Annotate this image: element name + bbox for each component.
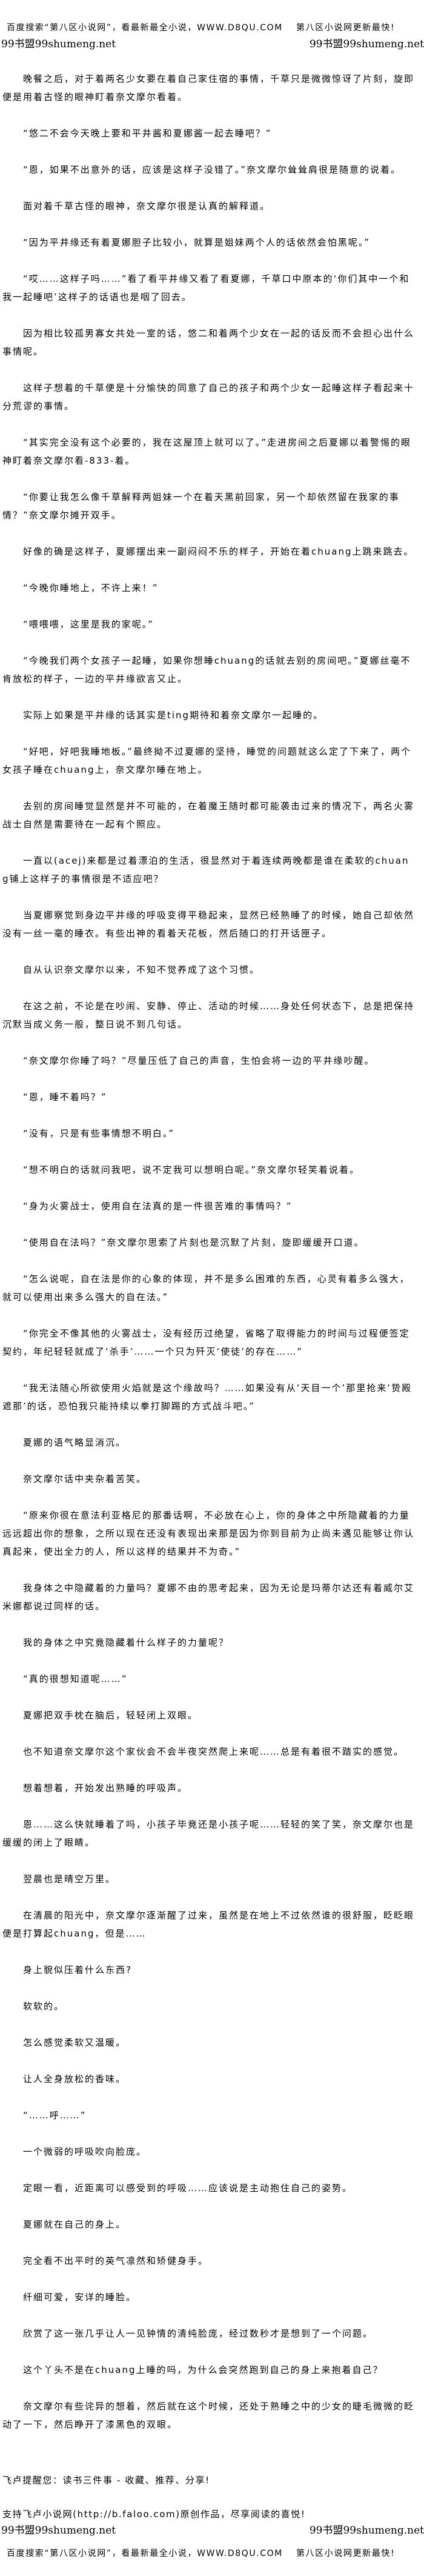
paragraph: “想不明白的话就问我吧，说不定我可以想明白呢。”奈文摩尔轻笑着说着。 [23, 1164, 360, 1175]
paragraph: 夏娜就在自己的身上。 [23, 2219, 127, 2230]
watermark-right: 99书盟99shumeng.net [309, 38, 424, 50]
paragraph: 因为相比较孤男寡女共处一室的话，悠二和着两个少女在一起的话反而不会担心出什么事情… [2, 328, 415, 357]
paragraph: “恩，如果不出意外的话，应该是这样子没错了。”奈文摩尔耸耸肩很是随意的说着。 [23, 164, 402, 175]
paragraph: “你要让我怎么像千草解释两姐妹一个在着天黑前回家，另一个却依然留在我家的事情？”… [2, 492, 400, 521]
paragraph: 去别的房间睡觉显然是并不可能的，在着魔王随时都可能袭击过来的情况下，两名火雾战士… [2, 801, 415, 830]
paragraph: 让人全身放松的香味。 [23, 2074, 127, 2084]
paragraph: “没有，只是有些事情想不明白。” [23, 1128, 175, 1139]
chapter-body: 晚餐之后，对于着两名少女要在着自己家住宿的事情，千草只是微微惊讶了片刻，旋即便是… [2, 70, 416, 2452]
paragraph: “真的很想知道呢……” [23, 1673, 128, 1684]
paragraph: 软软的。 [23, 2001, 65, 2012]
paragraph: “我无法随心所欲使用火焰就是这个缘故吗？……如果没有从‘天目一个’那里抢来‘贽殿… [2, 1383, 412, 1412]
paragraph: 实际上如果是平井缘的话其实是ting期待和着奈文摩尔一起睡的。 [23, 710, 324, 721]
paragraph: “怎么说呢，自在法是你的心象的体现，并不是多么困难的东西，心灵有着多么强大，就可… [2, 1273, 410, 1303]
paragraph: 当夏娜察觉到身边平井缘的呼吸变得平稳起来，显然已经熟睡了的时候，她自己却依然没有… [2, 910, 415, 939]
paragraph: “身为火雾战士，使用自在法真的是一件很苦难的事情吗？” [23, 1201, 293, 1212]
top-ad-banner: 百度搜索“第八区小说网”，看最新最全小说，WWW.D8QU.COM 第八区小说网更… [7, 22, 395, 34]
paragraph: 怎么感觉柔软又温暖。 [23, 2037, 127, 2048]
paragraph: “恩，睡不着吗？” [23, 1092, 107, 1103]
paragraph: 一个微弱的呼吸吹向脸庞。 [23, 2146, 147, 2157]
paragraph: “好吧，好吧我睡地板。”最终拗不过夏娜的坚持，睡觉的问题就这么定了下来了，两个女… [2, 746, 412, 775]
paragraph: 这个丫头不是在chuang上睡的吗，为什么会突然跑到自己的身上来抱着自己？ [23, 2364, 383, 2375]
paragraph: 这样子想着的千草便是十分愉快的同意了自己的孩子和两个少女一起睡这样子看起来十分荒… [2, 382, 415, 412]
paragraph: “……呼……” [23, 2110, 87, 2121]
paragraph: 想着想着，开始发出熟睡的呼吸声。 [23, 1783, 188, 1794]
support-text: 支持飞卢小说网(http://b.faloo.com)原创作品，尽享阅读的喜悦! [2, 2509, 306, 2520]
paragraph: 欣赏了这一张几乎让人一见钟情的清纯脸庞，经过数秒才是想到了一个问题。 [23, 2328, 374, 2339]
reminder-text: 飞卢提醒您：读书三件事 - 收藏、推荐、分享! [2, 2475, 210, 2486]
paragraph: 在清晨的阳光中，奈文摩尔逐渐醒了过来，虽然是在地上不过依然谁的很舒服，眨眨眼便是… [2, 1910, 415, 1939]
paragraph: “今晚你睡地上，不许上来！” [23, 582, 159, 593]
paragraph: 定眼一看，近距离可以感受到的呼吸……应该说是主动抱住自己的姿势。 [23, 2183, 353, 2194]
paragraph: 在这之前，不论是在吵闹、安静、停止、活动的时候……身处任何状态下，总是把保持沉默… [2, 1001, 415, 1030]
bottom-watermark-line: 99书盟99shumeng.net 99书盟99shumeng.net [1, 2524, 424, 2537]
paragraph: 晚餐之后，对于着两名少女要在着自己家住宿的事情，千草只是微微惊讶了片刻，旋即便是… [2, 73, 415, 102]
paragraph: “因为平井缘还有着夏娜胆子比较小，就算是姐妹两个人的话依然会怕黑呢。” [23, 237, 371, 248]
paragraph: 一直以(acej)来都是过着漂泊的生活，很显然对于着连续两晚都是谁在柔软的chu… [2, 855, 409, 884]
ad-site-slogan: 第八区小说网更新最快! [296, 2549, 396, 2558]
watermark-left: 99书盟99shumeng.net [1, 2524, 116, 2537]
paragraph: 恩……这么快就睡着了吗，小孩子毕竟还是小孩子呢……轻轻的笑了笑，奈文摩尔也是缓缓… [2, 1819, 415, 1848]
paragraph: 好像的确是这样子，夏娜摆出来一副闷闷不乐的样子，开始在着chuang上跳来跳去。 [23, 546, 414, 557]
paragraph: “喂喂喂，这里是我的家呢。” [23, 619, 154, 630]
paragraph: 完全看不出平时的英气凛然和矫健身手。 [23, 2255, 209, 2266]
paragraph: 奈文摩尔有些诧异的想着，然后就在这个时候，还处于熟睡之中的少女的睫毛微微的眨动了… [2, 2401, 415, 2430]
paragraph: “悠二不会今天晚上要和平井酱和夏娜酱一起去睡吧？” [23, 128, 272, 139]
ad-text: 百度搜索“第八区小说网”，看最新最全小说，WWW.D8QU.COM [7, 23, 283, 33]
paragraph: 我的身体之中究竟隐藏着什么样子的力量呢？ [23, 1637, 230, 1648]
paragraph: 面对着千草古怪的眼神，奈文摩尔很是认真的解释道。 [23, 201, 271, 212]
ad-site-slogan: 第八区小说网更新最快! [296, 23, 396, 33]
paragraph: 奈文摩尔话中夹杂着苦笑。 [23, 1473, 147, 1484]
paragraph: “今晚我们两个女孩子一起睡，如果你想睡chuang的话就去别的房间吧。”夏娜丝毫… [2, 655, 411, 684]
paragraph: 也不知道奈文摩尔这个家伙会不会半夜突然爬上来呢……总是有着很不踏实的感觉。 [23, 1746, 405, 1757]
paragraph: “哎……这样子吗……”看了看平井缘又看了看夏娜，千草口中原本的‘你们其中一个和我… [2, 273, 410, 302]
ad-text: 百度搜索“第八区小说网”，看最新最全小说，WWW.D8QU.COM [7, 2549, 283, 2558]
paragraph: 翌晨也是晴空万里。 [23, 1874, 116, 1884]
paragraph: 我身体之中隐藏着的力量吗？夏娜不由的思考起来，因为无论是玛蒂尔达还有着威尔艾米娜… [2, 1583, 415, 1612]
top-watermark-line: 99书盟99shumeng.net 99书盟99shumeng.net [1, 38, 424, 51]
paragraph: “原来你很在意法利亚格尼的那番话啊，不必放在心上，你的身体之中所隐藏着的力量远远… [2, 1510, 415, 1557]
paragraph: 自从认识奈文摩尔以来，不知不觉养成了这个习惯。 [23, 964, 260, 975]
paragraph: 纤细可爱，安详的睡脸。 [23, 2292, 137, 2303]
paragraph: “你完全不像其他的火雾战士，没有经历过绝望，省略了取得能力的时间与过程便签定契约… [2, 1328, 410, 1357]
paragraph: “使用自在法吗？”奈文摩尔思索了片刻也是沉默了片刻，旋即缓缓开口道。 [23, 1237, 365, 1248]
paragraph: 夏娜的语气略显消沉。 [23, 1437, 127, 1448]
watermark-right: 99书盟99shumeng.net [309, 2524, 424, 2537]
watermark-left: 99书盟99shumeng.net [1, 38, 116, 50]
paragraph: 夏娜把双手枕在脑后，轻轻闭上双眼。 [23, 1710, 199, 1721]
bottom-ad-banner: 百度搜索“第八区小说网”，看最新最全小说，WWW.D8QU.COM 第八区小说网更… [7, 2548, 395, 2560]
paragraph: “奈文摩尔你睡了吗？”尽量压低了自己的声音，生怕会将一边的平井缘吵醒。 [23, 1055, 375, 1066]
paragraph: “其实完全没有这个必要的，我在这屋顶上就可以了。”走进房间之后夏娜以着警惕的眼神… [2, 437, 412, 466]
paragraph: 身上貌似压着什么东西? [23, 1964, 132, 1975]
